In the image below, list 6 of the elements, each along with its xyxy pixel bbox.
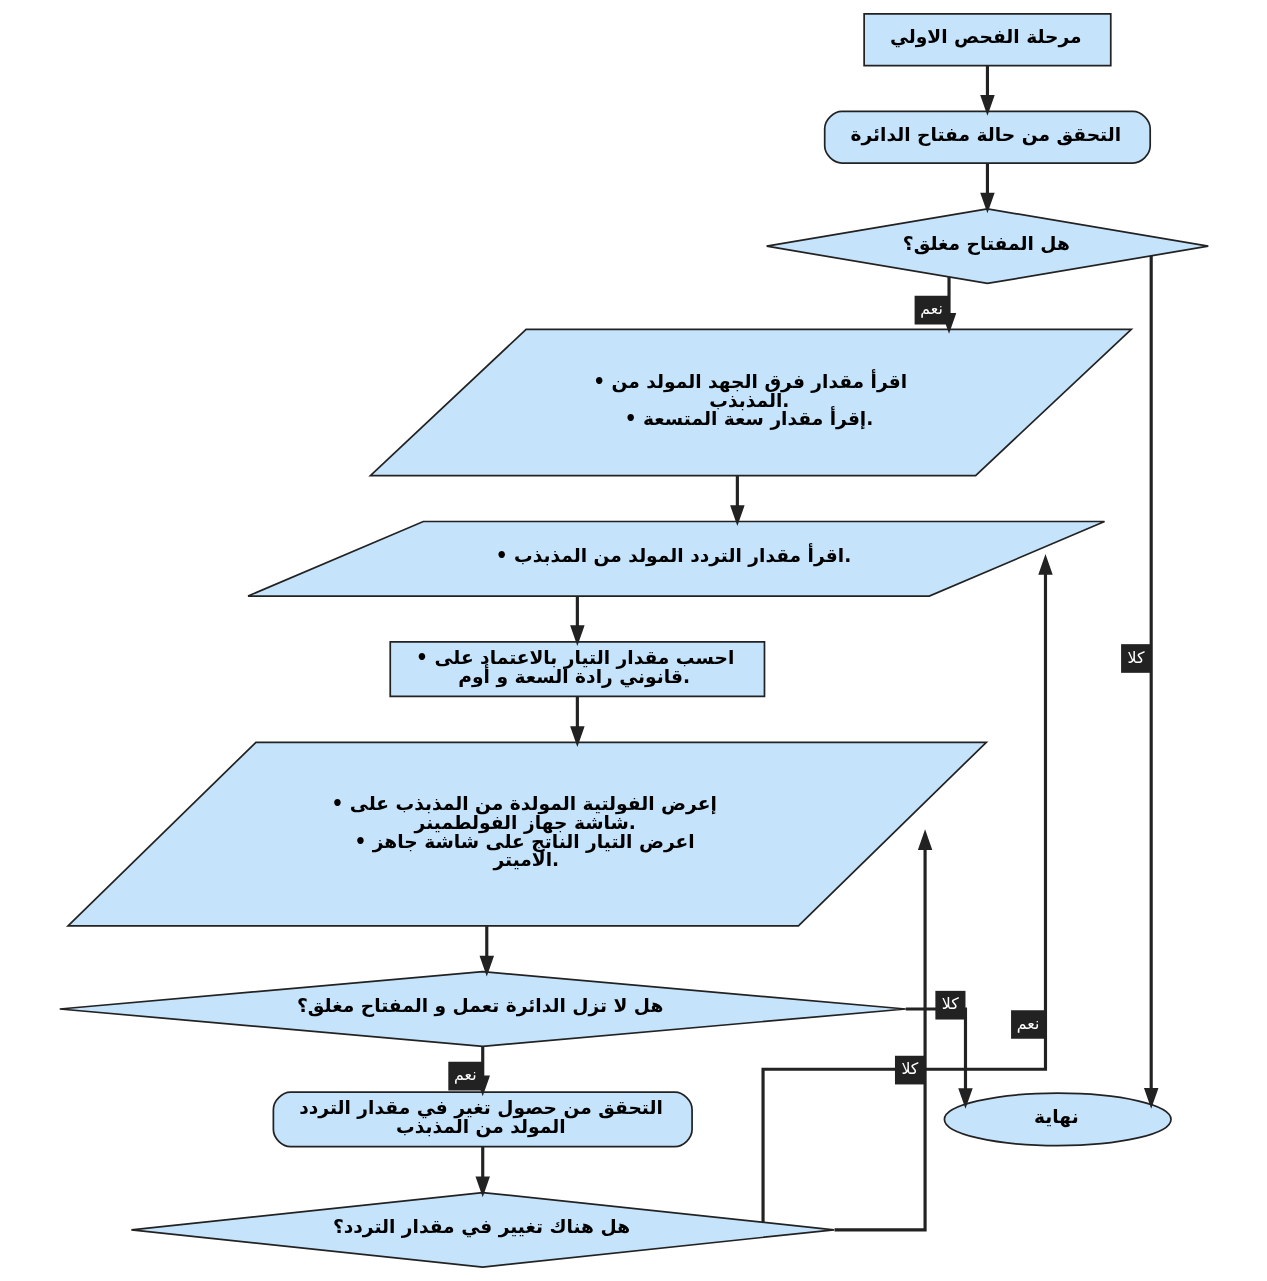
edge-label: كلا	[900, 1059, 918, 1079]
edge-label: نعم	[1016, 1013, 1039, 1033]
edge-label: كلا	[941, 994, 959, 1014]
edge-label: نعم	[453, 1065, 477, 1085]
edge-label: نعم	[919, 299, 943, 319]
edge-label: كلا	[1127, 647, 1144, 667]
